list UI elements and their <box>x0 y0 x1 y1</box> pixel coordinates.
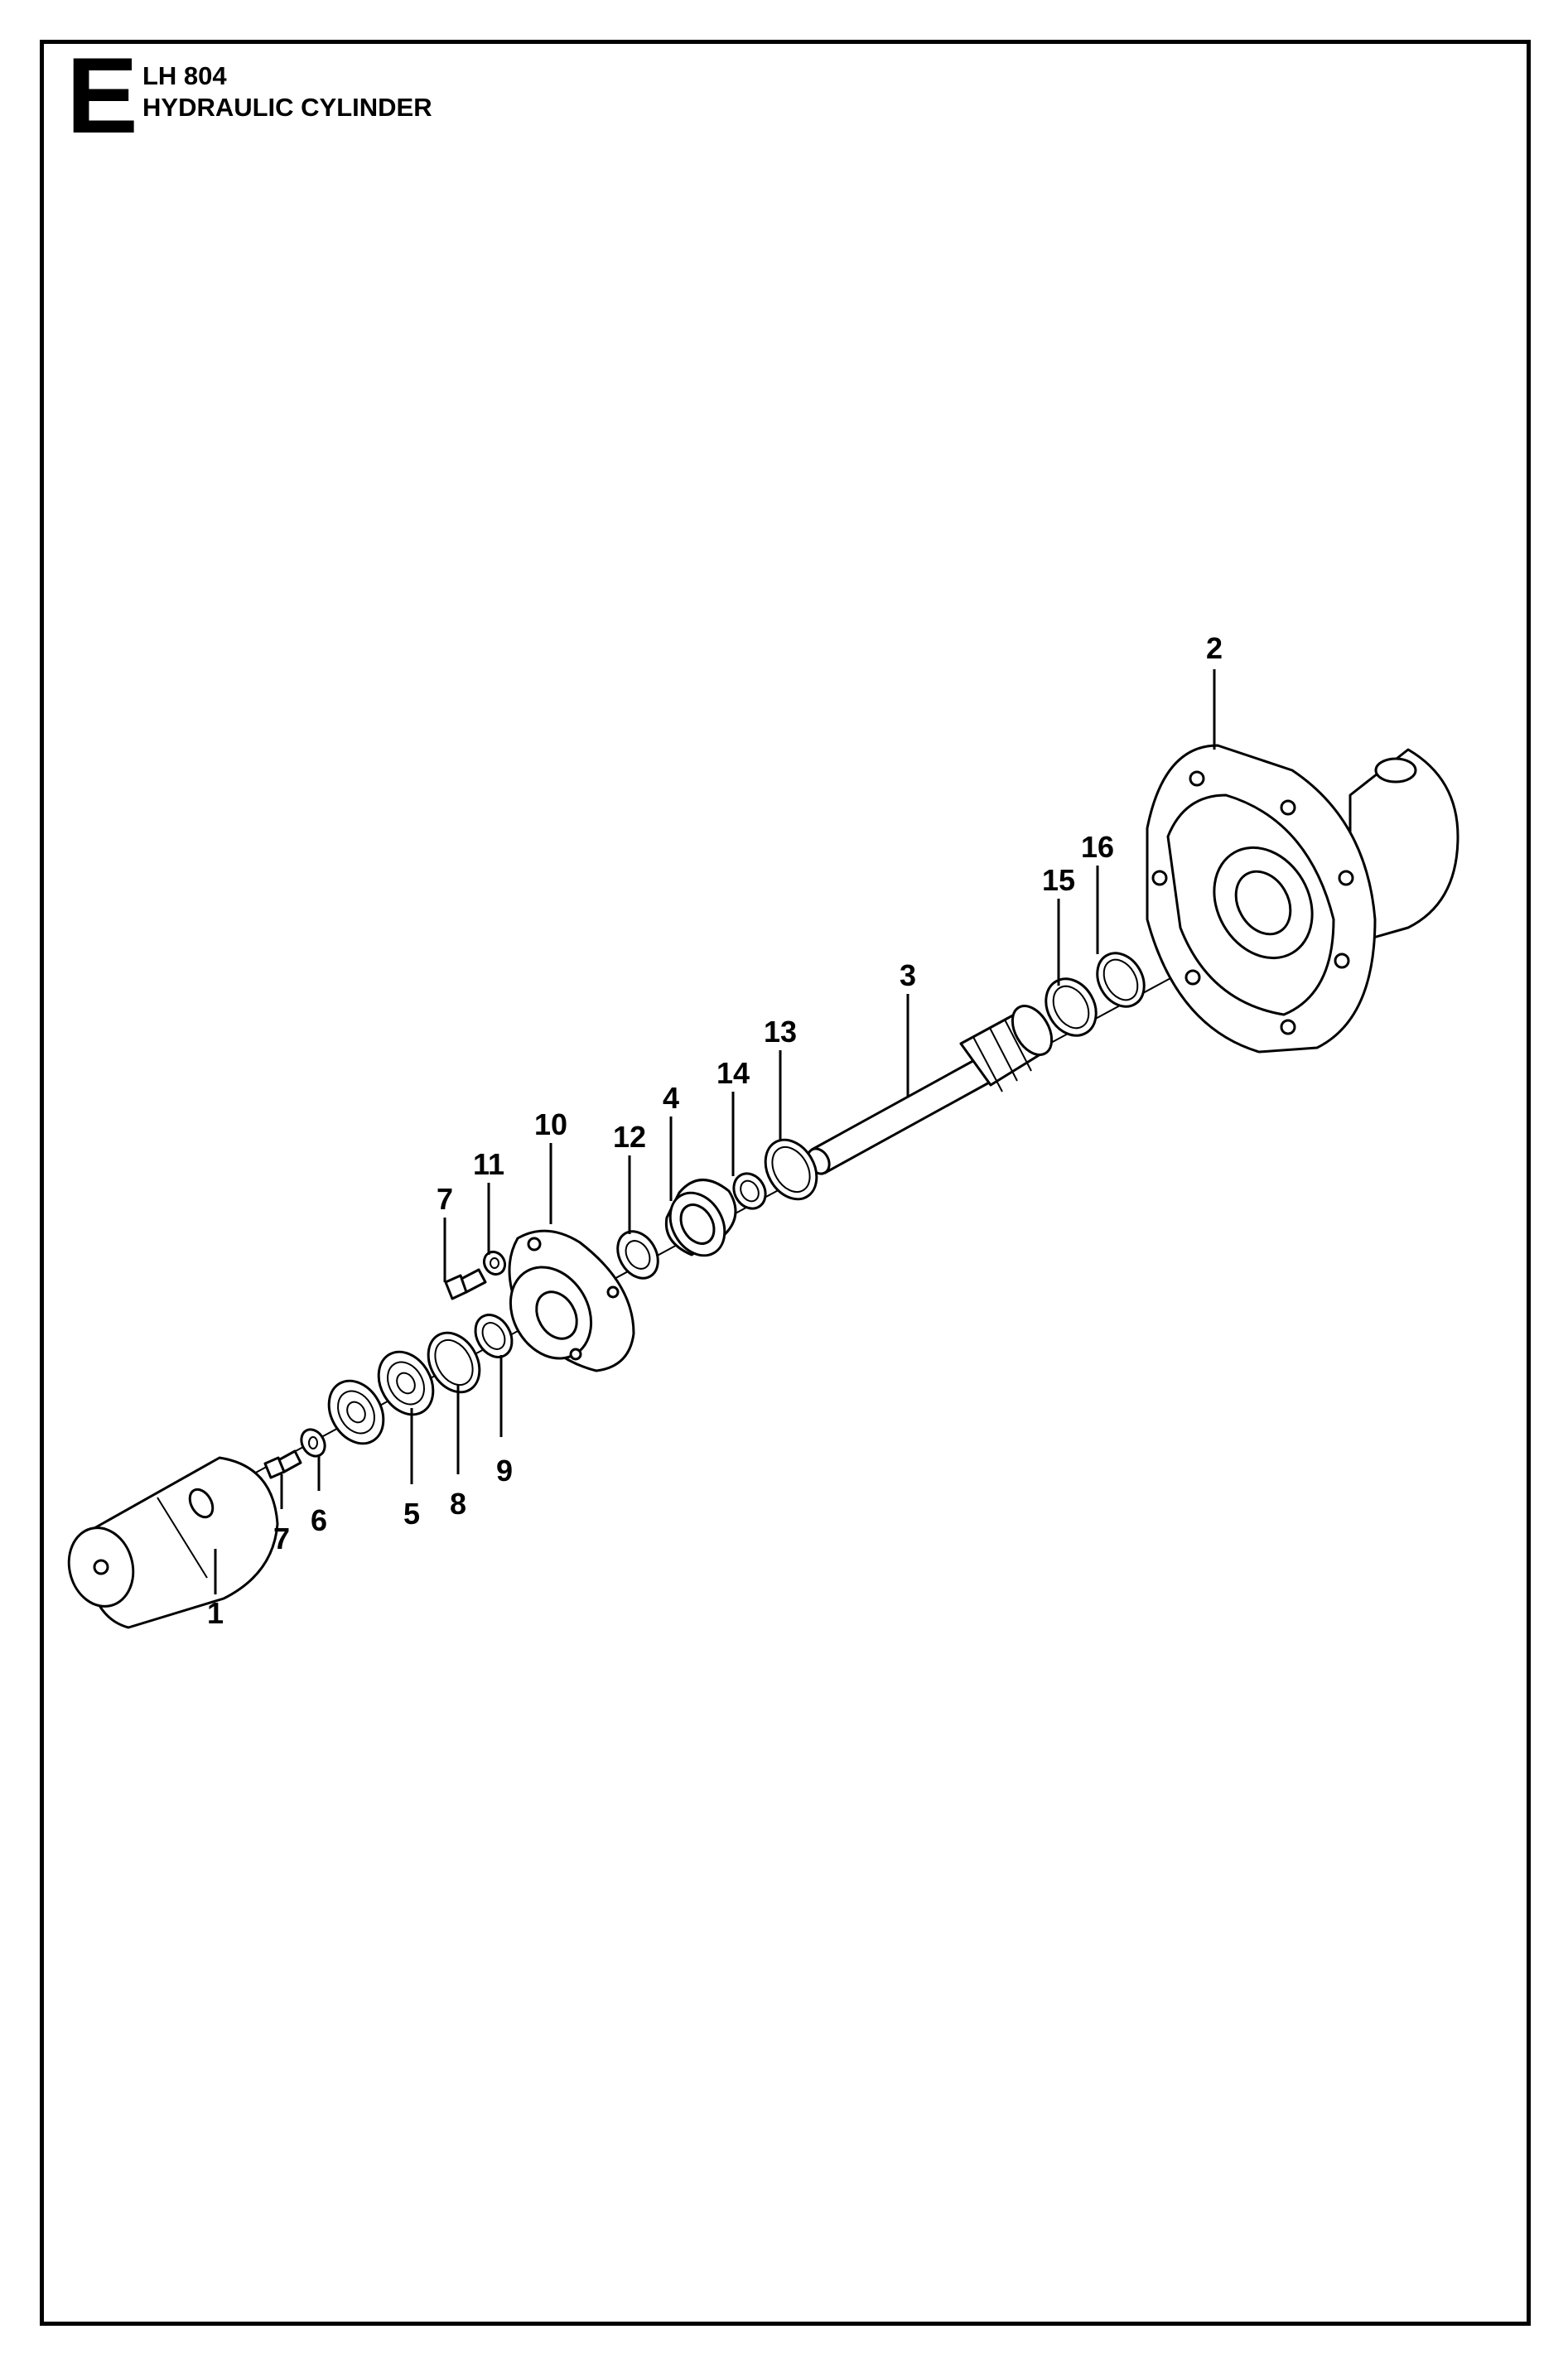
part-1-end-fitting <box>67 1456 279 1629</box>
part-11-washer <box>482 1250 507 1276</box>
part-16-seal-ring-inner <box>1102 958 1139 1001</box>
part-14-ring-inner <box>740 1179 760 1203</box>
callout-11: 11 <box>473 1147 504 1181</box>
part-15-seal-ring <box>1045 977 1098 1037</box>
part-5-bearing-pair <box>327 1350 435 1445</box>
part-8-retaining-ring <box>427 1331 481 1394</box>
part-4-piston <box>664 1179 737 1257</box>
part-12-bushing-inner <box>625 1240 651 1270</box>
callout-10: 10 <box>534 1107 567 1141</box>
part-7-screw-upper <box>444 1268 487 1300</box>
callout-6: 6 <box>311 1503 327 1537</box>
part-16-seal-ring <box>1096 952 1146 1008</box>
callout-16: 16 <box>1081 830 1114 864</box>
callout-4: 4 <box>663 1081 679 1115</box>
callout-13: 13 <box>764 1015 797 1049</box>
callout-9: 9 <box>496 1454 513 1488</box>
callout-2: 2 <box>1206 631 1223 665</box>
part-8-retaining-ring-inner <box>434 1338 474 1387</box>
part-15-seal-ring-inner <box>1052 985 1090 1030</box>
callout-7-lower: 7 <box>273 1522 290 1555</box>
part-7-screw-lower <box>263 1449 302 1479</box>
part-13-o-ring-inner <box>771 1145 811 1194</box>
callout-12: 12 <box>613 1120 646 1154</box>
part-13-o-ring <box>764 1138 818 1201</box>
part-6-washer <box>300 1428 326 1458</box>
callout-3: 3 <box>900 958 916 992</box>
callout-8: 8 <box>450 1487 466 1521</box>
part-14-ring <box>732 1172 767 1210</box>
callout-14: 14 <box>716 1056 750 1090</box>
part-9-ring-inner <box>481 1322 506 1350</box>
part-11-washer-hole <box>490 1257 499 1269</box>
part-10-end-cap <box>508 1229 635 1372</box>
page-frame <box>40 40 1531 2326</box>
page-title: HYDRAULIC CYLINDER <box>142 93 432 122</box>
callout-1: 1 <box>207 1596 224 1630</box>
part-3-piston-rod <box>806 1005 1054 1175</box>
part-6-washer-hole <box>308 1436 318 1449</box>
section-letter: E <box>66 35 138 156</box>
callout-15: 15 <box>1042 863 1075 897</box>
model-number: LH 804 <box>142 61 227 90</box>
callout-5: 5 <box>403 1497 420 1531</box>
part-2-cylinder-housing <box>1146 744 1459 1054</box>
callout-7-upper: 7 <box>437 1182 453 1216</box>
